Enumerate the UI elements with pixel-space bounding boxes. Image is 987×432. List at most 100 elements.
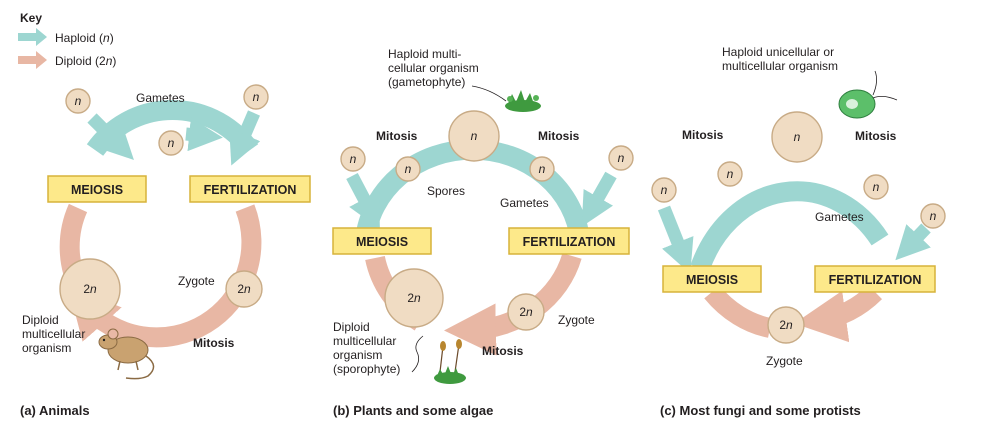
haploid-organism-label-line2: multicellular organism bbox=[722, 59, 838, 73]
svg-text:2n: 2n bbox=[407, 291, 421, 305]
svg-text:n: n bbox=[661, 183, 668, 197]
meiosis-box: MEIOSIS bbox=[662, 265, 762, 293]
svg-text:2n: 2n bbox=[779, 318, 793, 332]
diploid-cycle-arc-left bbox=[704, 285, 773, 338]
haploid-cell: n bbox=[158, 130, 184, 156]
sporophyte-label-line4: (sporophyte) bbox=[333, 362, 400, 376]
svg-text:MEIOSIS: MEIOSIS bbox=[356, 235, 408, 249]
gamete-arrow bbox=[581, 171, 617, 227]
zygote-cell: 2n bbox=[507, 293, 545, 331]
haploid-cycle-arc bbox=[690, 181, 889, 272]
sporophyte-cell: 2n bbox=[384, 268, 444, 328]
haploid-cell: n bbox=[651, 177, 677, 203]
fertilization-box: FERTILIZATION bbox=[189, 175, 311, 203]
haploid-cell: n bbox=[65, 88, 91, 114]
svg-text:n: n bbox=[471, 129, 478, 143]
sporophyte-label-line3: organism bbox=[333, 348, 382, 362]
organism-label-line1: Diploid bbox=[22, 313, 59, 327]
svg-text:FERTILIZATION: FERTILIZATION bbox=[523, 235, 616, 249]
svg-text:2n: 2n bbox=[519, 305, 533, 319]
gamete-cell: n bbox=[529, 156, 555, 182]
sporophyte-label-line1: Diploid bbox=[333, 320, 370, 334]
organism-label-line3: organism bbox=[22, 341, 71, 355]
meiosis-box: MEIOSIS bbox=[47, 175, 147, 203]
gamete-cell: n bbox=[608, 145, 634, 171]
svg-text:2n: 2n bbox=[237, 282, 251, 296]
mitosis-bottom-label: Mitosis bbox=[482, 344, 524, 358]
haploid-key-label: Haploid (n) bbox=[55, 31, 114, 45]
svg-text:n: n bbox=[405, 162, 412, 176]
key-title: Key bbox=[20, 11, 42, 25]
haploid-arrow bbox=[657, 205, 694, 274]
panel-b: n n n n n Haploid multi- cellular organi… bbox=[332, 47, 634, 418]
svg-text:n: n bbox=[794, 130, 801, 144]
haploid-key-arrow bbox=[18, 28, 47, 46]
mitosis-right-label: Mitosis bbox=[538, 129, 580, 143]
gametes-label: Gametes bbox=[136, 91, 185, 105]
panel-a-caption: (a) Animals bbox=[20, 403, 90, 418]
mouse-icon bbox=[98, 328, 155, 380]
mitosis-right-label: Mitosis bbox=[855, 129, 897, 143]
svg-text:n: n bbox=[873, 180, 880, 194]
protist-icon bbox=[838, 70, 898, 119]
zygote-cell: 2n bbox=[225, 270, 263, 308]
svg-text:n: n bbox=[350, 152, 357, 166]
svg-text:FERTILIZATION: FERTILIZATION bbox=[829, 273, 922, 287]
svg-text:n: n bbox=[727, 167, 734, 181]
key: Key Haploid (n) Diploid (2n) bbox=[18, 11, 116, 69]
haploid-cell: n bbox=[717, 161, 743, 187]
gametophyte-label-line2: cellular organism bbox=[388, 61, 479, 75]
zygote-cell: 2n bbox=[767, 306, 805, 344]
spores-label: Spores bbox=[427, 184, 465, 198]
svg-text:MEIOSIS: MEIOSIS bbox=[71, 183, 123, 197]
diploid-organism-cell: 2n bbox=[59, 258, 121, 320]
diploid-key-arrow bbox=[18, 51, 47, 69]
panel-c-caption: (c) Most fungi and some protists bbox=[660, 403, 861, 418]
gamete-arrow bbox=[87, 113, 134, 160]
panel-a: n n n Gametes MEIOSIS FERTILIZATION 2n Z… bbox=[20, 84, 311, 418]
spore-cell: n bbox=[340, 146, 366, 172]
spore-arrow bbox=[346, 172, 380, 229]
zygote-label: Zygote bbox=[558, 313, 595, 327]
organism-label-line2: multicellular bbox=[22, 327, 85, 341]
mitosis-label: Mitosis bbox=[193, 336, 235, 350]
diploid-key-label: Diploid (2n) bbox=[55, 54, 116, 68]
moss-sporophyte-icon bbox=[434, 339, 466, 384]
fertilization-box: FERTILIZATION bbox=[508, 227, 630, 255]
gametophyte-leader bbox=[471, 85, 507, 102]
diploid-cycle-arc bbox=[67, 204, 262, 348]
svg-text:n: n bbox=[930, 209, 937, 223]
panel-c: Haploid unicellular or multicellular org… bbox=[651, 45, 946, 418]
gametophyte-label-line3: (gametophyte) bbox=[388, 75, 465, 89]
svg-text:n: n bbox=[618, 151, 625, 165]
svg-text:n: n bbox=[168, 136, 175, 150]
zygote-label: Zygote bbox=[766, 354, 803, 368]
diploid-cycle-arc bbox=[794, 284, 883, 343]
mitosis-left-label: Mitosis bbox=[682, 128, 724, 142]
gamete-arrow bbox=[229, 110, 261, 166]
gamete-cell: n bbox=[863, 174, 889, 200]
zygote-label: Zygote bbox=[178, 274, 215, 288]
haploid-organism-cell: n bbox=[771, 111, 823, 163]
gamete-cell: n bbox=[920, 203, 946, 229]
spore-cell: n bbox=[395, 156, 421, 182]
moss-gametophyte-icon bbox=[505, 90, 541, 112]
gametophyte-label-line1: Haploid multi- bbox=[388, 47, 461, 61]
gametes-label: Gametes bbox=[815, 210, 864, 224]
svg-text:n: n bbox=[253, 90, 260, 104]
svg-text:2n: 2n bbox=[83, 282, 97, 296]
haploid-organism-label-line1: Haploid unicellular or bbox=[722, 45, 834, 59]
haploid-cell: n bbox=[243, 84, 269, 110]
sporophyte-label-line2: multicellular bbox=[333, 334, 396, 348]
sporophyte-bracket bbox=[411, 335, 424, 373]
gametophyte-cell: n bbox=[448, 110, 500, 162]
haploid-arrow bbox=[185, 117, 223, 152]
gamete-arrow bbox=[895, 223, 931, 261]
svg-text:n: n bbox=[75, 94, 82, 108]
svg-text:FERTILIZATION: FERTILIZATION bbox=[204, 183, 297, 197]
panel-b-caption: (b) Plants and some algae bbox=[333, 403, 493, 418]
gametes-label: Gametes bbox=[500, 196, 549, 210]
fertilization-box: FERTILIZATION bbox=[814, 265, 936, 293]
mitosis-left-label: Mitosis bbox=[376, 129, 418, 143]
